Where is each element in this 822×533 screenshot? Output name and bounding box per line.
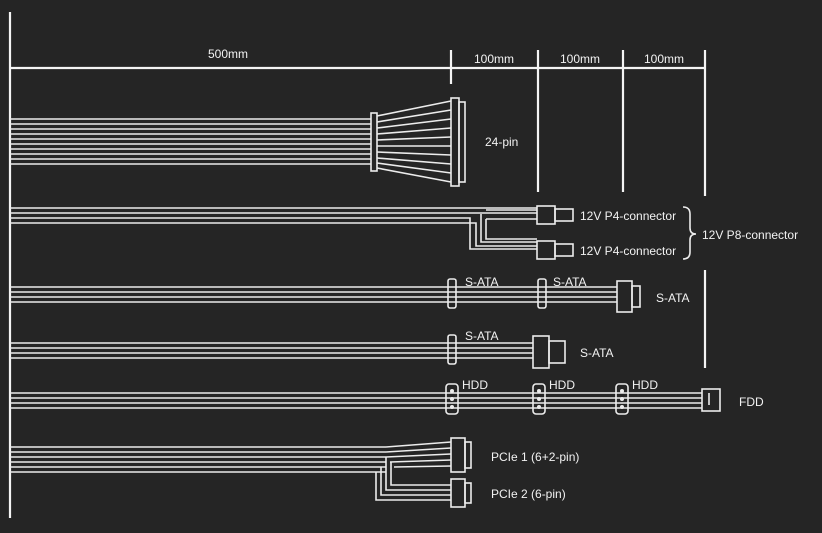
atx-cable-sleeve-clip [370,112,378,172]
p4-top-branch [465,207,537,220]
p4-bottom-connector-body [536,240,556,260]
hdd-label-2: HDD [549,378,575,392]
atx-24pin-cable [10,97,466,187]
p8-cable [10,205,697,260]
sata-end-connector-1-tab [631,285,641,308]
pcie-1-label: PCIe 1 (6+2-pin) [491,450,579,464]
pcie-1-branch [385,441,452,468]
atx-wires-fan [376,100,452,183]
sata-cable-1 [10,278,641,313]
p8-main-wires [10,207,465,224]
fdd-connector [701,388,721,412]
p8-label: 12V P8-connector [702,228,798,242]
dimension-guides [8,12,707,518]
dimension-label-500mm: 500mm [208,47,248,61]
p8-brace [682,206,697,260]
atx-wires-left [10,118,371,165]
hdd-label-1: HDD [462,378,488,392]
sata-row2-label-1: S-ATA [465,329,499,343]
p4-top-label: 12V P4-connector [580,209,676,223]
p4-top-connector-latch [554,208,574,222]
sata-end-connector-2-tab [548,340,566,364]
hdd-molex-connector-3 [615,383,629,415]
sata-inline-connector-2 [537,278,547,309]
pcie-2-connector-face [464,482,472,504]
p4-bottom-label: 12V P4-connector [580,244,676,258]
sata-row1-label-2: S-ATA [553,275,587,289]
sata-end-connector-2 [532,335,550,369]
sata-inline-connector-1 [447,278,457,309]
p4-top-connector-body [536,205,556,225]
sata-row2-label-2: S-ATA [580,346,614,360]
sata-row1-label-3: S-ATA [656,291,690,305]
hdd-fdd-cable [10,383,721,415]
dimension-label-100mm-1: 100mm [474,52,514,66]
sata-row1-label-1: S-ATA [465,275,499,289]
pcie-2-branch [375,457,451,501]
hdd-molex-connector-1 [445,383,459,415]
p4-bottom-connector-latch [554,243,574,257]
fdd-label: FDD [739,395,764,409]
pcie-2-connector [450,478,466,508]
sata-inline-connector-3 [447,334,457,365]
dimension-label-100mm-2: 100mm [560,52,600,66]
pcie-1-connector-face [464,441,472,469]
hdd-molex-connector-2 [532,383,546,415]
p4-bottom-branch [465,214,537,250]
atx-24pin-connector [450,97,460,187]
pcie-cable [10,437,472,508]
pcie-1-connector [450,437,466,473]
sata-cable-2 [10,334,566,369]
dimension-label-100mm-3: 100mm [644,52,684,66]
hdd-label-3: HDD [632,378,658,392]
atx-24pin-connector-face [458,101,466,183]
sata-end-connector-1 [616,280,633,313]
atx-24pin-label: 24-pin [485,135,518,149]
pcie-2-label: PCIe 2 (6-pin) [491,487,566,501]
